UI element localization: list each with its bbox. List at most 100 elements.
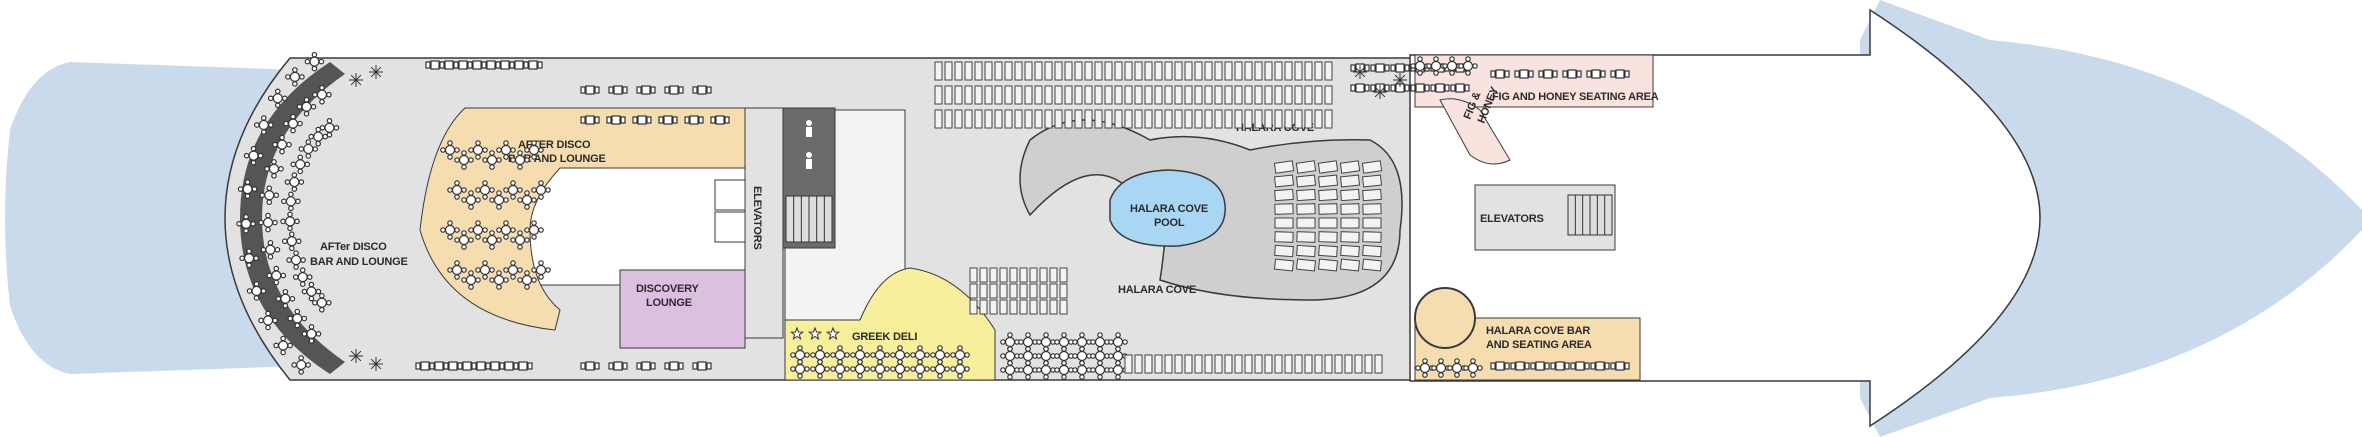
lounger <box>1304 354 1313 374</box>
lounger <box>1295 160 1317 174</box>
table <box>1535 361 1545 371</box>
chair <box>297 154 304 161</box>
chair <box>1410 84 1416 92</box>
chair <box>824 366 830 372</box>
lounger <box>1134 85 1143 105</box>
chair <box>917 359 923 365</box>
chair <box>292 81 298 87</box>
chair <box>1610 70 1616 78</box>
chair <box>1454 358 1460 364</box>
chair <box>897 373 903 379</box>
elevator-bank-mid <box>744 107 784 339</box>
lounger <box>994 61 1003 81</box>
lounger <box>1104 109 1113 129</box>
chair <box>1562 70 1568 78</box>
chair <box>499 362 505 370</box>
lounger <box>974 61 983 81</box>
chair <box>447 234 453 240</box>
chair <box>531 220 537 226</box>
chair <box>622 362 628 370</box>
lounger <box>1084 85 1093 105</box>
table <box>493 274 505 286</box>
chair <box>1025 374 1031 380</box>
chair <box>664 86 670 94</box>
lounger <box>954 61 963 81</box>
chair <box>454 194 460 200</box>
chair <box>326 91 332 98</box>
lounger <box>989 299 998 315</box>
chair <box>1417 56 1423 62</box>
table <box>663 115 673 125</box>
chair <box>496 157 502 163</box>
chair <box>1097 374 1103 380</box>
chair <box>308 295 315 302</box>
lounger <box>1009 267 1018 283</box>
chair <box>280 218 286 225</box>
chair <box>594 362 600 370</box>
chair <box>964 366 970 372</box>
lounger <box>964 85 973 105</box>
lounger <box>1019 267 1028 283</box>
discovery-lounge-label-1: DISCOVERY <box>636 283 699 295</box>
chair <box>1115 346 1121 352</box>
chair <box>475 220 481 226</box>
chair <box>326 299 332 306</box>
lounger <box>1154 109 1163 129</box>
lounger <box>1019 283 1028 299</box>
chair <box>496 227 502 233</box>
table <box>1022 364 1034 376</box>
table <box>613 361 623 371</box>
table <box>1112 336 1124 348</box>
chair <box>632 116 638 124</box>
table <box>262 315 274 326</box>
chair <box>305 139 312 145</box>
lounger <box>984 85 993 105</box>
chair <box>1490 70 1496 78</box>
palm-icon <box>1359 71 1366 78</box>
table <box>268 163 280 174</box>
chair <box>496 284 502 290</box>
lounger <box>1244 61 1253 81</box>
chair <box>257 152 264 159</box>
lounger <box>1174 61 1183 81</box>
chair <box>283 120 289 127</box>
lounger <box>1362 217 1382 229</box>
lounger <box>1204 85 1213 105</box>
table <box>462 361 472 371</box>
chair <box>475 154 481 160</box>
chair <box>646 116 652 124</box>
lounger <box>1254 85 1263 105</box>
chair <box>1604 362 1610 370</box>
lounger <box>1296 188 1316 202</box>
chair <box>1079 346 1085 352</box>
chair <box>253 122 260 128</box>
chair <box>308 281 315 288</box>
chair <box>1115 332 1121 338</box>
chair <box>1122 339 1128 345</box>
chair <box>817 359 823 365</box>
lounger <box>1264 354 1273 374</box>
lounger <box>979 283 988 299</box>
chair <box>1054 353 1060 359</box>
lounger <box>1284 109 1293 129</box>
chair <box>468 204 474 210</box>
table <box>1076 364 1088 376</box>
chair <box>608 362 614 370</box>
chair <box>524 190 530 196</box>
chair <box>251 186 258 192</box>
lounger <box>1324 61 1333 81</box>
lounger <box>1124 61 1133 81</box>
lounger <box>1340 217 1360 229</box>
chair <box>545 267 551 273</box>
chair <box>622 86 628 94</box>
chair <box>311 51 318 58</box>
table <box>1595 361 1605 371</box>
chair <box>315 126 322 133</box>
chair <box>267 95 274 102</box>
table <box>1455 83 1465 93</box>
cove-bar-seating <box>1415 358 1630 378</box>
palm-icon <box>355 79 362 86</box>
palm-icon <box>355 350 362 357</box>
lounger <box>1174 85 1183 105</box>
table <box>521 194 533 206</box>
